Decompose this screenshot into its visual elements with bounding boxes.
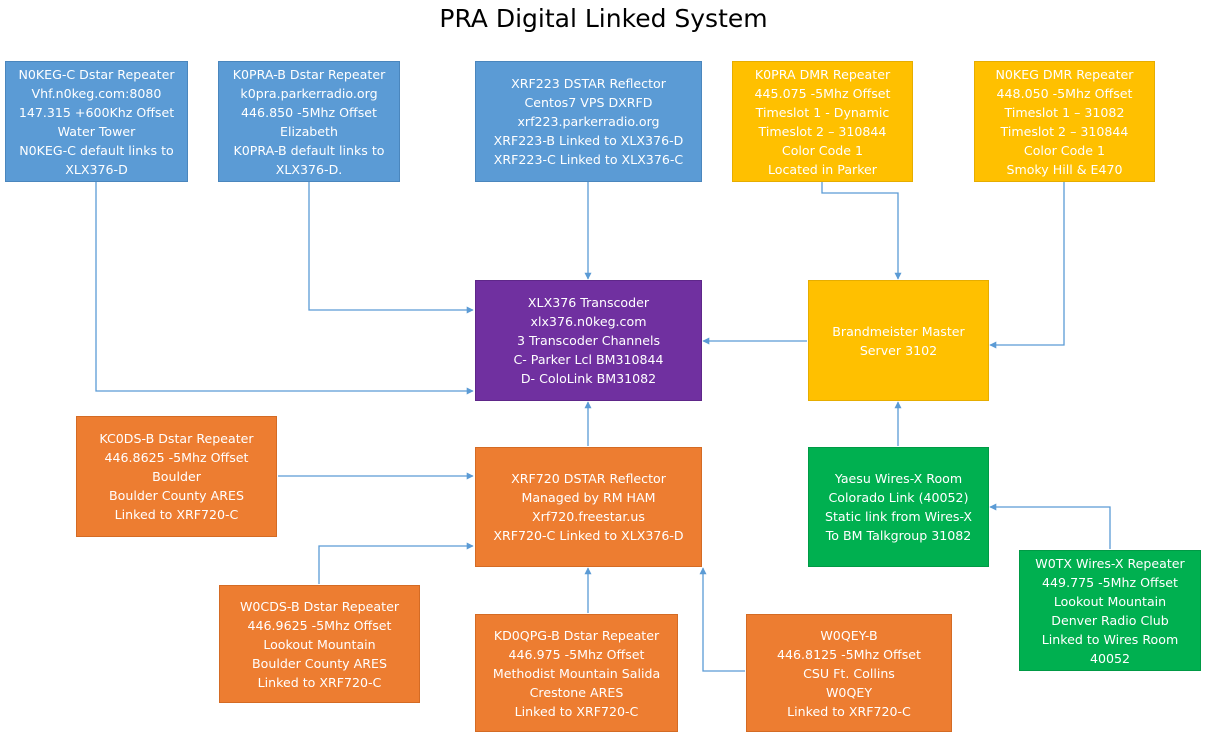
node-line: KD0QPG-B Dstar Repeater — [493, 627, 660, 643]
node-line: Linked to XRF720-C — [257, 674, 382, 690]
node-line: Managed by RM HAM — [521, 490, 656, 505]
node-kc0ds-b-dstar-repeater: KC0DS-B Dstar Repeater 446.8625 -5Mhz Of… — [76, 416, 277, 537]
node-line: Smoky Hill & E470 — [1006, 161, 1123, 177]
node-line: 446.8125 -5Mhz Offset — [777, 646, 921, 662]
node-line: XRF223-B Linked to XLX376-D — [493, 133, 684, 148]
node-xrf720-dstar-reflector: XRF720 DSTAR Reflector Managed by RM HAM… — [475, 447, 702, 567]
node-line: 445.075 -5Mhz Offset — [754, 85, 891, 101]
node-line: Color Code 1 — [781, 142, 864, 158]
node-w0qey-b-repeater: W0QEY-B 446.8125 -5Mhz Offset CSU Ft. Co… — [746, 614, 952, 732]
node-k0pra-dmr-repeater: K0PRA DMR Repeater 445.075 -5Mhz Offset … — [732, 61, 913, 182]
link-w0tx-to-yaesu — [989, 503, 1111, 549]
node-line: Crestone ARES — [529, 684, 624, 700]
node-line: W0TX Wires-X Repeater — [1035, 555, 1185, 571]
node-line: 446.9625 -5Mhz Offset — [247, 617, 392, 633]
node-line: Timeslot 1 - Dynamic — [755, 104, 890, 120]
link-w0cds-b-to-xrf720 — [318, 542, 474, 584]
node-line: Linked to XRF720-C — [514, 703, 639, 719]
node-brandmeister-master-server: Brandmeister Master Server 3102 — [808, 280, 989, 401]
diagram-title: PRA Digital Linked System — [439, 4, 768, 33]
node-xlx376-transcoder: XLX376 Transcoder xlx376.n0keg.com 3 Tra… — [475, 280, 702, 401]
node-kd0qpg-b-dstar-repeater: KD0QPG-B Dstar Repeater 446.975 -5Mhz Of… — [475, 614, 678, 732]
node-line: 147.315 +600Khz Offset — [18, 104, 175, 120]
node-line: Lookout Mountain — [263, 636, 376, 652]
node-line: Denver Radio Club — [1051, 612, 1169, 628]
node-line: Timeslot 1 – 31082 — [1004, 104, 1125, 120]
node-line: xlx376.n0keg.com — [530, 314, 647, 329]
node-line: K0PRA-B default links to — [233, 142, 385, 158]
node-line: Water Tower — [57, 123, 136, 139]
node-line: N0KEG DMR Repeater — [995, 66, 1134, 82]
node-line: 446.850 -5Mhz Offset — [241, 104, 377, 120]
node-line: 40052 — [1089, 650, 1131, 666]
node-line: XRF720-C Linked to XLX376-D — [493, 528, 684, 543]
node-line: Brandmeister Master — [832, 323, 965, 339]
node-line: Color Code 1 — [1023, 142, 1106, 158]
node-line: Linked to XRF720-C — [787, 703, 911, 719]
node-line: Elizabeth — [280, 123, 338, 139]
node-line: W0QEY — [825, 684, 873, 700]
node-line: Yaesu Wires-X Room — [834, 471, 963, 486]
node-line: Methodist Mountain Salida — [492, 665, 661, 681]
node-n0keg-c-dstar-repeater: N0KEG-C Dstar Repeater Vhf.n0keg.com:808… — [5, 61, 188, 182]
node-line: Lookout Mountain — [1053, 593, 1167, 609]
link-k0pra-b-to-xlx376 — [308, 182, 474, 314]
node-line: 448.050 -5Mhz Offset — [996, 85, 1133, 101]
node-line: Located in Parker — [767, 161, 877, 177]
link-n0keg-dmr-to-brandmeister — [989, 182, 1065, 349]
node-line: Xrf720.freestar.us — [532, 509, 645, 524]
node-line: K0PRA DMR Repeater — [754, 66, 891, 82]
node-line: Timeslot 2 – 310844 — [758, 123, 887, 139]
node-line: k0pra.parkerradio.org — [240, 85, 378, 101]
node-line: XLX376 Transcoder — [527, 295, 650, 310]
node-line: To BM Talkgroup 31082 — [825, 528, 972, 543]
node-line: K0PRA-B Dstar Repeater — [232, 66, 386, 82]
node-line: XLX376-D — [65, 161, 128, 177]
node-line: xrf223.parkerradio.org — [517, 114, 660, 129]
node-line: N0KEG-C Dstar Repeater — [18, 66, 175, 82]
node-line: Timeslot 2 – 310844 — [1000, 123, 1129, 139]
node-w0cds-b-dstar-repeater: W0CDS-B Dstar Repeater 446.9625 -5Mhz Of… — [219, 585, 420, 703]
node-line: Boulder — [152, 469, 201, 484]
node-line: Colorado Link (40052) — [828, 490, 969, 505]
node-line: 449.775 -5Mhz Offset — [1042, 574, 1178, 590]
node-line: Static link from Wires-X — [824, 509, 973, 524]
node-k0pra-b-dstar-repeater: K0PRA-B Dstar Repeater k0pra.parkerradio… — [218, 61, 400, 182]
link-k0pra-dmr-to-brandmeister — [821, 182, 902, 280]
node-line: D- ColoLink BM31082 — [520, 371, 657, 386]
node-line: KC0DS-B Dstar Repeater — [99, 431, 254, 446]
node-line: XRF720 DSTAR Reflector — [511, 471, 666, 486]
node-xrf223-dstar-reflector: XRF223 DSTAR Reflector Centos7 VPS DXRFD… — [475, 61, 702, 182]
node-line: XLX376-D. — [275, 161, 343, 177]
node-line: XRF223 DSTAR Reflector — [511, 76, 666, 91]
node-line: Boulder County ARES — [252, 655, 387, 671]
node-line: Server 3102 — [859, 342, 938, 358]
node-line: 3 Transcoder Channels — [516, 333, 661, 348]
node-line: XRF223-C Linked to XLX376-C — [493, 152, 684, 167]
node-line: N0KEG-C default links to — [19, 142, 174, 158]
node-n0keg-dmr-repeater: N0KEG DMR Repeater 448.050 -5Mhz Offset … — [974, 61, 1155, 182]
node-line: Linked to XRF720-C — [114, 507, 239, 522]
node-line: 446.8625 -5Mhz Offset — [104, 450, 249, 465]
node-line: Boulder County ARES — [109, 488, 244, 503]
node-line: C- Parker Lcl BM310844 — [513, 352, 664, 367]
link-w0qey-b-to-xrf720 — [699, 567, 745, 672]
node-line: W0CDS-B Dstar Repeater — [239, 598, 400, 614]
link-n0keg-c-to-xlx376 — [95, 182, 474, 395]
node-line: Vhf.n0keg.com:8080 — [31, 85, 162, 101]
node-w0tx-wires-x-repeater: W0TX Wires-X Repeater 449.775 -5Mhz Offs… — [1019, 550, 1201, 671]
node-yaesu-wires-x-room: Yaesu Wires-X Room Colorado Link (40052)… — [808, 447, 989, 567]
node-line: W0QEY-B — [820, 627, 878, 643]
node-line: Linked to Wires Room — [1041, 631, 1179, 647]
node-line: CSU Ft. Collins — [803, 665, 895, 681]
node-line: Centos7 VPS DXRFD — [524, 95, 653, 110]
node-line: 446.975 -5Mhz Offset — [508, 646, 645, 662]
